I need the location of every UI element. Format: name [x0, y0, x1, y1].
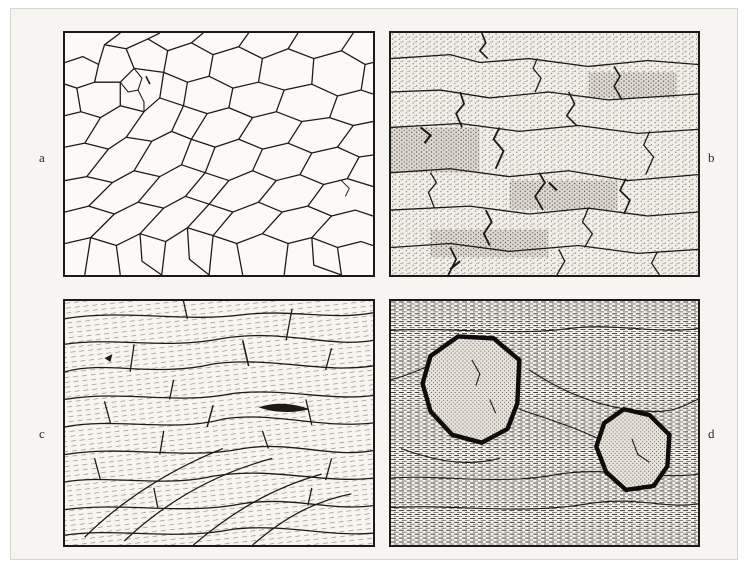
panel-a-polygonal-grain-texture: [63, 31, 375, 277]
panel-b-stippled-elongate-texture: [389, 31, 700, 277]
panel-label-d: d: [708, 426, 715, 442]
porphyroclast-drawing: [391, 301, 698, 545]
panel-label-a: a: [39, 150, 45, 166]
polygonal-grain-drawing: [65, 33, 373, 275]
figure-plate: a b c d: [10, 8, 738, 560]
lensoid-grain-drawing: [65, 301, 373, 545]
stippled-grain-drawing: [391, 33, 698, 275]
panel-label-c: c: [39, 426, 45, 442]
panel-d-porphyroclast-texture: [389, 299, 700, 547]
panel-label-b: b: [708, 150, 715, 166]
panel-c-lensoid-foliated-texture: [63, 299, 375, 547]
